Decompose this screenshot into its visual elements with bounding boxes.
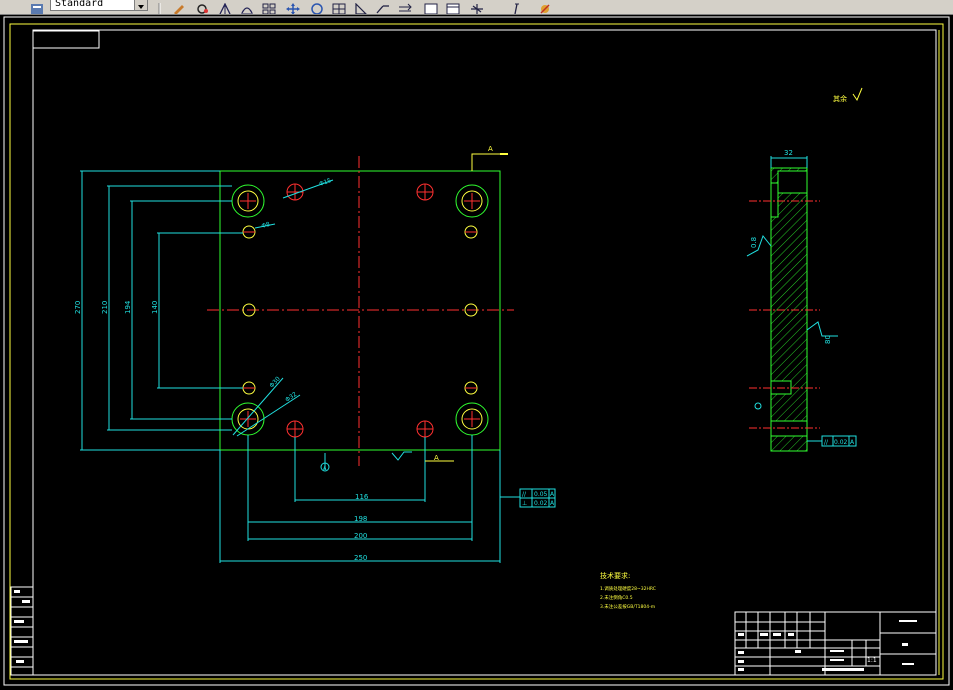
dim-198: 198 <box>354 515 367 523</box>
tol-2-value: 0.02 <box>534 500 548 507</box>
dim-linear-icon[interactable] <box>218 0 232 14</box>
side-tol-symbol: // <box>824 439 829 446</box>
tech-req-line-3: 3.未注公差按GB/T1804-m <box>600 603 655 610</box>
tech-req-title: 技术要求: <box>600 571 630 580</box>
chevron-down-icon[interactable] <box>134 0 147 10</box>
dim-210: 210 <box>101 301 109 314</box>
side-tol-datum: A <box>850 439 855 446</box>
pin-holes <box>286 183 434 438</box>
tech-req-line-1: 1.调质处理硬度28~32HRC <box>600 585 656 592</box>
revision-strip <box>10 586 34 676</box>
tech-requirements: 技术要求: 1.调质处理硬度28~32HRC 2.未注倒角C0.5 3.未注公差… <box>600 571 656 610</box>
drawing-canvas[interactable]: 250 200 198 116 270 210 194 140 Φ15 Φ8 Φ… <box>0 15 953 690</box>
leader-icon[interactable] <box>510 0 524 14</box>
side-view: 32 0.8 80 // 0.02 A <box>746 149 857 452</box>
multileader-icon[interactable] <box>376 0 390 14</box>
title-block-scale: 1:1 <box>867 657 877 664</box>
dimension-lines <box>80 170 556 563</box>
rectangle-icon[interactable] <box>424 0 438 14</box>
dim-194: 194 <box>124 300 132 314</box>
sheet-border <box>9 23 944 680</box>
dim-116: 116 <box>355 493 369 501</box>
toolbar-separator <box>157 0 163 14</box>
section-label-a-mid: A <box>434 454 439 462</box>
multileader-align-icon[interactable] <box>398 0 412 12</box>
section-label-a-top: A <box>488 145 493 153</box>
plate-outline <box>219 170 501 451</box>
toolbar: Standard <box>0 0 953 15</box>
tol-2-symbol: ⊥ <box>522 500 527 507</box>
roughness-08: 0.8 <box>750 237 758 248</box>
section-markers <box>425 153 508 462</box>
tech-req-line-2: 2.未注倒角C0.5 <box>600 594 633 601</box>
roughness-note: 其余 <box>833 94 847 103</box>
drawing-number-box <box>32 30 100 49</box>
dim-aligned-icon[interactable] <box>240 0 254 14</box>
edit-pen-icon[interactable] <box>172 0 186 14</box>
screw-holes <box>242 225 478 395</box>
text-style-icon[interactable] <box>30 0 44 14</box>
side-tol-value: 0.02 <box>834 439 848 446</box>
dim-phi32: Φ32 <box>284 391 298 404</box>
tol-1-symbol: // <box>522 491 527 498</box>
tolerance-frame-texts: // 0.05 A ⊥ 0.02 A <box>522 491 555 507</box>
dimension-texts: 250 200 198 116 270 210 194 140 Φ15 Φ8 Φ… <box>74 177 369 562</box>
move-icon[interactable] <box>286 0 300 14</box>
hatch-icon[interactable] <box>196 0 210 14</box>
title-block: 1:1 <box>734 611 937 676</box>
roughness-note-symbol <box>852 87 863 102</box>
rectangle2-icon[interactable] <box>446 0 460 14</box>
dim-32: 32 <box>784 149 793 157</box>
dim-270: 270 <box>74 301 82 314</box>
inner-border <box>32 29 937 676</box>
tolerance-icon[interactable] <box>470 0 484 14</box>
block-icon[interactable] <box>262 0 276 14</box>
center-lines <box>207 156 514 466</box>
dim-140: 140 <box>151 301 159 314</box>
circle-icon[interactable] <box>310 0 324 14</box>
tol-1-datum: A <box>550 491 555 498</box>
tol-1-value: 0.05 <box>534 491 548 498</box>
outer-frame <box>3 16 950 686</box>
dim-250: 250 <box>354 554 367 562</box>
roughness-80: 80 <box>824 335 832 344</box>
purge-icon[interactable] <box>538 0 552 14</box>
table-icon[interactable] <box>332 0 346 14</box>
datum-label: A <box>323 466 327 472</box>
dim-200: 200 <box>354 532 367 540</box>
text-style-value: Standard <box>55 0 104 9</box>
dim-phi8: Φ8 <box>261 221 271 230</box>
dim-angular-icon[interactable] <box>354 0 368 14</box>
text-style-select[interactable]: Standard <box>50 0 148 11</box>
tol-2-datum: A <box>550 500 555 507</box>
dim-phi15: Φ15 <box>318 177 332 188</box>
